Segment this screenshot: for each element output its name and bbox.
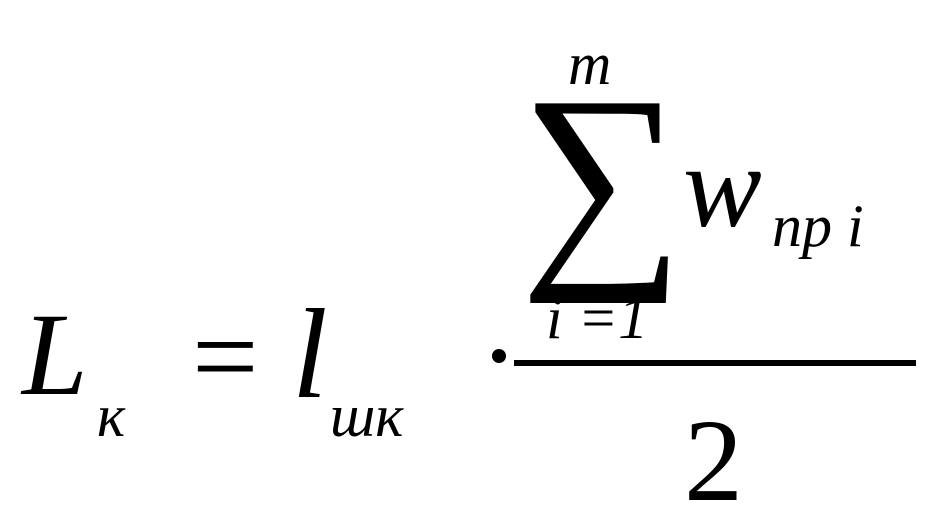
- equals-sign: =: [192, 291, 259, 422]
- summand-symbol: w: [683, 121, 762, 252]
- sum-lower-limit: i =1: [546, 285, 649, 351]
- multiplication-dot: [492, 349, 506, 363]
- sum-upper-limit: m: [568, 31, 612, 97]
- factor-symbol: l: [292, 283, 328, 425]
- fraction-bar: [514, 360, 916, 366]
- summation-sign: ∑: [520, 49, 684, 304]
- lhs-subscript: к: [97, 383, 126, 449]
- factor-subscript: шк: [330, 383, 404, 449]
- lhs-symbol: L: [22, 289, 88, 420]
- denominator: 2: [684, 395, 743, 526]
- summand-subscript: пр i: [772, 193, 864, 259]
